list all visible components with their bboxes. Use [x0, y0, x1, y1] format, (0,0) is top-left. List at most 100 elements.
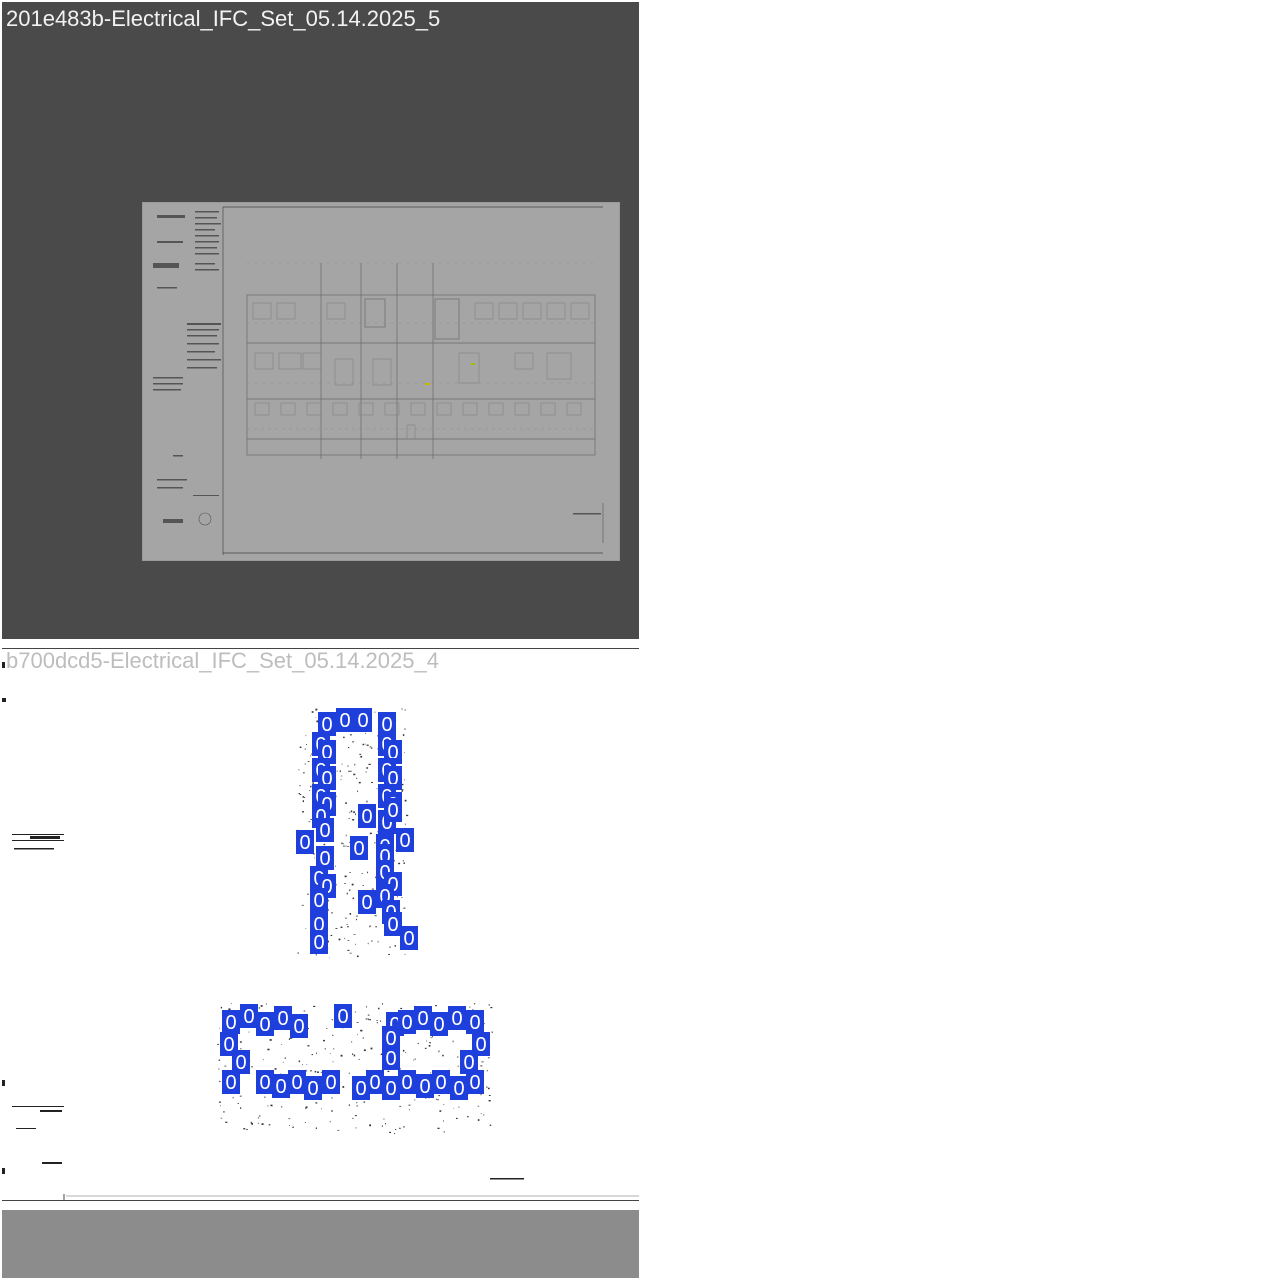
circuit-marker-box — [304, 1076, 322, 1100]
circuit-marker[interactable]: 0 — [222, 1010, 240, 1034]
circuit-marker[interactable]: 0 — [414, 1006, 432, 1030]
circuit-marker-label: 0 — [385, 1078, 396, 1100]
circuit-marker[interactable]: 0 — [322, 1070, 340, 1094]
circuit-marker[interactable]: 0 — [318, 712, 336, 736]
circuit-marker[interactable]: 0 — [310, 930, 328, 954]
circuit-marker[interactable]: 0 — [382, 1076, 400, 1100]
circuit-marker[interactable]: 0 — [304, 1076, 322, 1100]
circuit-marker-label: 0 — [433, 1014, 444, 1036]
circuit-marker-label: 0 — [399, 830, 410, 852]
circuit-marker[interactable]: 0 — [316, 818, 334, 842]
circuit-marker[interactable]: 0 — [352, 1076, 370, 1100]
circuit-marker-label: 0 — [307, 1078, 318, 1100]
circuit-marker[interactable]: 0 — [384, 798, 402, 822]
circuit-marker[interactable]: 0 — [274, 1006, 292, 1030]
circuit-marker-box — [222, 1010, 240, 1034]
circuit-marker-box — [336, 708, 354, 732]
circuit-marker[interactable]: 0 — [358, 890, 376, 914]
circuit-marker[interactable]: 0 — [382, 1026, 400, 1050]
circuit-marker[interactable]: 0 — [240, 1004, 258, 1028]
circuit-marker[interactable]: 0 — [384, 912, 402, 936]
circuit-marker[interactable]: 0 — [256, 1070, 274, 1094]
circuit-marker-label: 0 — [353, 838, 364, 860]
circuit-marker[interactable]: 0 — [382, 1046, 400, 1070]
circuit-marker[interactable]: 0 — [450, 1076, 468, 1100]
sheet-tile-2[interactable]: b700dcd5-Electrical_IFC_Set_05.14.2025_4… — [2, 648, 639, 1204]
circuit-marker-label: 0 — [277, 1008, 288, 1030]
circuit-marker[interactable]: 0 — [316, 846, 334, 870]
circuit-marker[interactable]: 0 — [288, 1070, 306, 1094]
circuit-marker[interactable]: 0 — [400, 926, 418, 950]
circuit-marker[interactable]: 0 — [354, 708, 372, 732]
circuit-marker-label: 0 — [417, 1008, 428, 1030]
circuit-marker-label: 0 — [225, 1012, 236, 1034]
circuit-marker-label: 0 — [339, 710, 350, 732]
circuit-marker-label: 0 — [319, 848, 330, 870]
circuit-marker[interactable]: 0 — [222, 1070, 240, 1094]
circuit-marker[interactable]: 0 — [398, 1010, 416, 1034]
circuit-marker[interactable]: 0 — [290, 1014, 308, 1038]
circuit-marker[interactable]: 0 — [256, 1012, 274, 1036]
sheet-title-1: 201e483b-Electrical_IFC_Set_05.14.2025_5 — [6, 6, 441, 31]
circuit-marker-label: 0 — [321, 768, 332, 790]
circuit-marker[interactable]: 0 — [296, 830, 314, 854]
circuit-marker[interactable]: 0 — [430, 1012, 448, 1036]
circuit-marker[interactable]: 0 — [336, 708, 354, 732]
circuit-marker-box — [256, 1012, 274, 1036]
circuit-marker-label: 0 — [225, 1072, 236, 1094]
circuit-marker[interactable]: 0 — [466, 1010, 484, 1034]
circuit-marker[interactable]: 0 — [232, 1050, 250, 1074]
circuit-marker[interactable]: 0 — [358, 804, 376, 828]
circuit-marker-box — [316, 846, 334, 870]
circuit-marker-label: 0 — [313, 932, 324, 954]
circuit-marker-label: 0 — [469, 1072, 480, 1094]
circuit-marker[interactable]: 0 — [396, 828, 414, 852]
circuit-marker-label: 0 — [403, 928, 414, 950]
circuit-marker-box — [466, 1010, 484, 1034]
circuit-marker-box — [310, 930, 328, 954]
circuit-marker[interactable]: 0 — [334, 1004, 352, 1028]
circuit-marker-label: 0 — [275, 1076, 286, 1098]
circuit-marker[interactable]: 0 — [448, 1006, 466, 1030]
circuit-marker-box — [384, 912, 402, 936]
circuit-marker-label: 0 — [401, 1012, 412, 1034]
circuit-marker-label: 0 — [381, 812, 392, 834]
circuit-marker-label: 0 — [223, 1034, 234, 1056]
sheet-tile-3[interactable] — [2, 1210, 639, 1278]
drawing-sheet-thumbnail[interactable] — [142, 202, 620, 561]
circuit-marker-label: 0 — [451, 1008, 462, 1030]
circuit-marker-label: 0 — [313, 890, 324, 912]
circuit-marker[interactable]: 0 — [378, 712, 396, 736]
circuit-marker-box — [382, 1046, 400, 1070]
circuit-marker-box — [288, 1070, 306, 1094]
circuit-marker-box — [358, 890, 376, 914]
circuit-marker-label: 0 — [291, 1072, 302, 1094]
circuit-marker[interactable]: 0 — [416, 1074, 434, 1098]
circuit-marker-label: 0 — [389, 1014, 400, 1036]
circuit-marker-label: 0 — [475, 1034, 486, 1056]
circuit-marker-box — [296, 830, 314, 854]
circuit-marker[interactable]: 0 — [366, 1070, 384, 1094]
sheet-tile-1[interactable]: 201e483b-Electrical_IFC_Set_05.14.2025_5 — [2, 2, 639, 639]
circuit-marker-box — [396, 828, 414, 852]
circuit-marker-box — [358, 804, 376, 828]
circuit-marker-label: 0 — [321, 714, 332, 736]
circuit-marker[interactable]: 0 — [350, 836, 368, 860]
circuit-marker[interactable]: 0 — [466, 1070, 484, 1094]
circuit-marker-box — [322, 1070, 340, 1094]
circuit-marker-label: 0 — [321, 742, 332, 764]
circuit-marker-box — [382, 1026, 400, 1050]
circuit-marker-label: 0 — [313, 914, 324, 936]
circuit-marker[interactable]: 0 — [432, 1070, 450, 1094]
circuit-marker-label: 0 — [235, 1052, 246, 1074]
circuit-marker-label: 0 — [469, 1012, 480, 1034]
circuit-marker[interactable]: 0 — [398, 1070, 416, 1094]
circuit-marker-box — [398, 1010, 416, 1034]
circuit-marker[interactable]: 0 — [460, 1050, 478, 1074]
circuit-marker[interactable]: 0 — [272, 1074, 290, 1098]
circuit-marker-box — [350, 836, 368, 860]
circuit-marker-label: 0 — [387, 914, 398, 936]
circuit-marker[interactable]: 0 — [310, 888, 328, 912]
circuit-marker-label: 0 — [385, 1048, 396, 1070]
circuit-marker-box — [432, 1070, 450, 1094]
